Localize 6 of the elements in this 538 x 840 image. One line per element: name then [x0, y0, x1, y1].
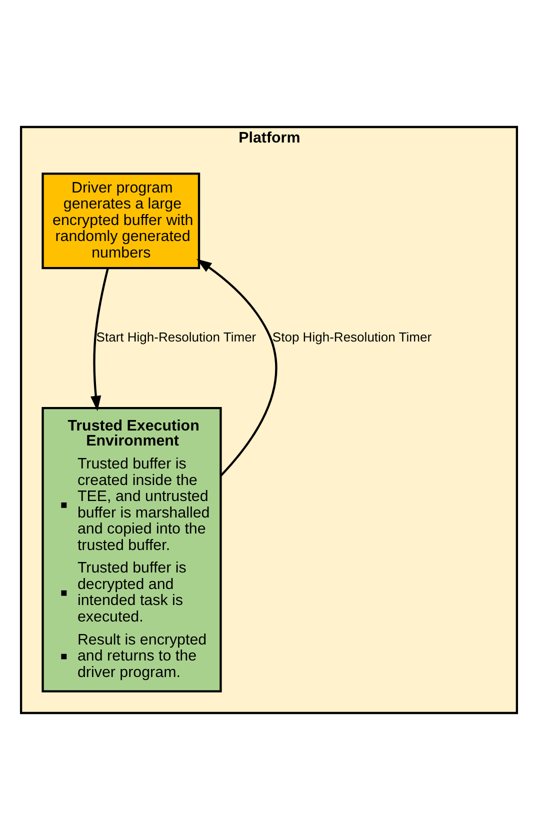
arrow [90, 268, 109, 412]
edge-label: Start High-Resolution Timer [96, 329, 256, 344]
node-box: Driver program generates a large encrypted buffer with randomly generated numbers [42, 172, 200, 270]
node-box: Trusted Execution Environment Trusted buffer is created inside the TEE, and untrusted buffer is marshalled and copied into the trusted buffer. Trusted buffer is decrypted and intended task is executed. Result is encrypted and returns to the driver program. [42, 406, 222, 692]
arrow [196, 258, 278, 476]
edge-label: Stop High-Resolution Timer [272, 329, 432, 344]
